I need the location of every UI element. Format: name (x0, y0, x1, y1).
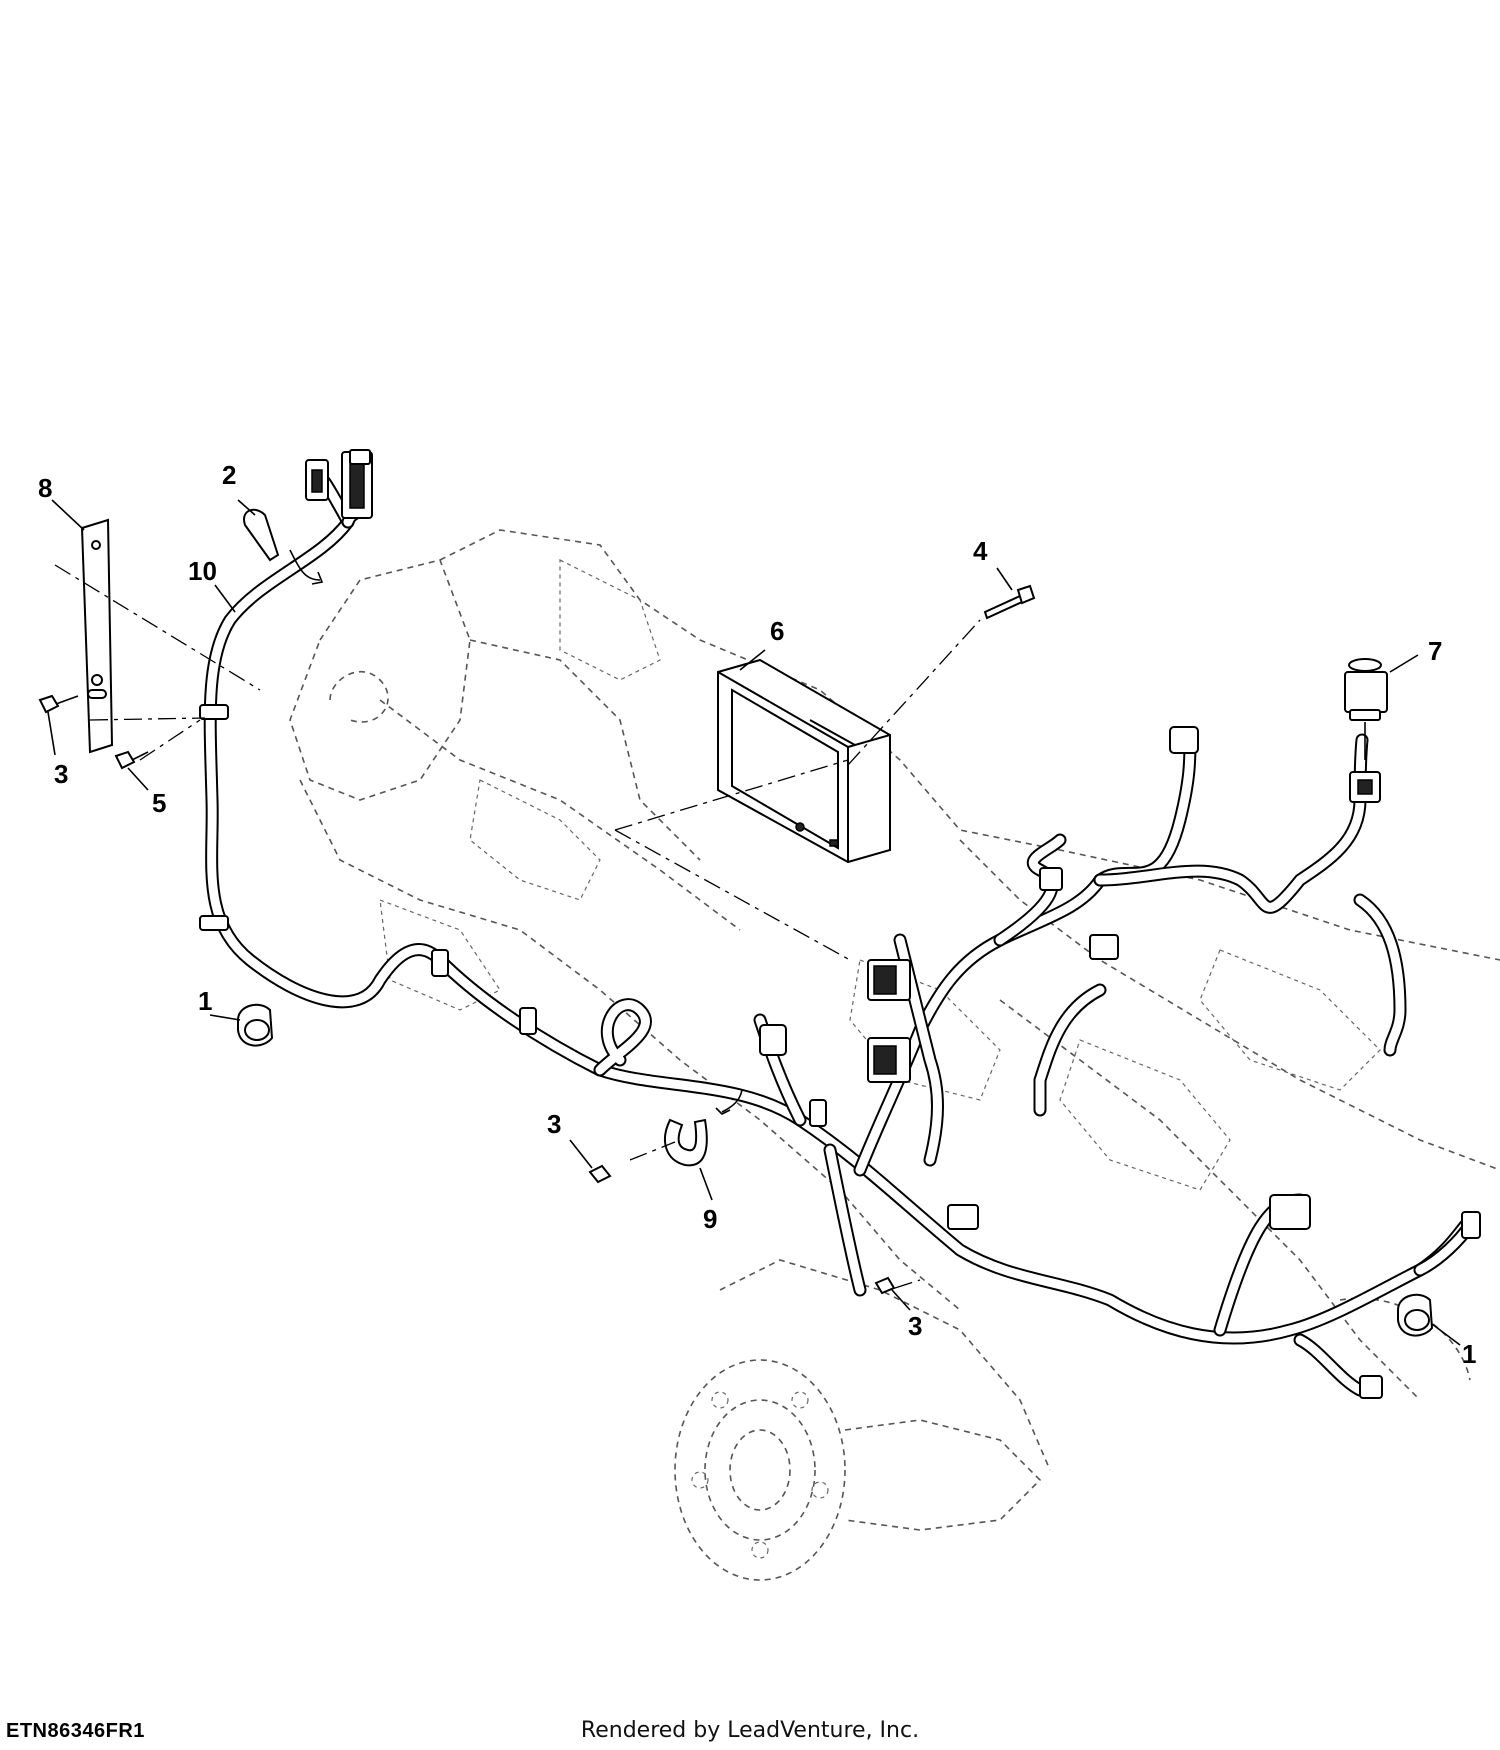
rendered-by-footer: Rendered by LeadVenture, Inc. (580, 1718, 920, 1743)
harness-clips (199, 704, 827, 1127)
callout-5: 5 (152, 788, 166, 818)
top-connectors (305, 449, 373, 519)
strap-clip-part-9 (664, 1089, 743, 1167)
control-unit-box-part-6 (717, 658, 891, 864)
callout-2: 2 (222, 460, 236, 490)
cable-clip-part (243, 508, 324, 585)
callout-10: 10 (188, 556, 217, 586)
axle-hub-outline (674, 1297, 1471, 1581)
callout-3-upper-left: 3 (54, 759, 68, 789)
nut-part-5 (114, 750, 149, 770)
callout-leaders (47, 499, 1461, 1346)
bracket-plate-part (80, 518, 114, 754)
central-connector-cluster (759, 726, 1481, 1399)
bolt-part-middle (588, 1164, 612, 1184)
callout-8: 8 (38, 473, 52, 503)
bolt-part-upper-left (38, 694, 79, 714)
diagram-reference-code: ETN86346FR1 (6, 1720, 145, 1742)
wiring-harness[interactable] (203, 471, 1477, 1397)
callout-1-left: 1 (198, 986, 212, 1016)
switch-part-7 (1344, 658, 1388, 803)
callout-3-middle: 3 (547, 1109, 561, 1139)
callout-4: 4 (973, 536, 988, 566)
long-bolt-part-4 (983, 584, 1036, 620)
callout-labels: 8 2 10 4 6 7 3 5 1 3 9 3 1 (38, 460, 1476, 1369)
bolt-part-lower (874, 1276, 896, 1295)
callout-3-lower: 3 (908, 1311, 922, 1341)
callout-1-right: 1 (1462, 1339, 1476, 1369)
callout-6: 6 (770, 616, 784, 646)
hose-clamp-part-left (237, 1003, 274, 1047)
transmission-housing-outline (289, 529, 1500, 1471)
callout-7: 7 (1428, 636, 1442, 666)
hose-clamp-part-right (1397, 1293, 1434, 1337)
callout-9: 9 (703, 1204, 717, 1234)
assembly-lines (54, 564, 981, 1289)
